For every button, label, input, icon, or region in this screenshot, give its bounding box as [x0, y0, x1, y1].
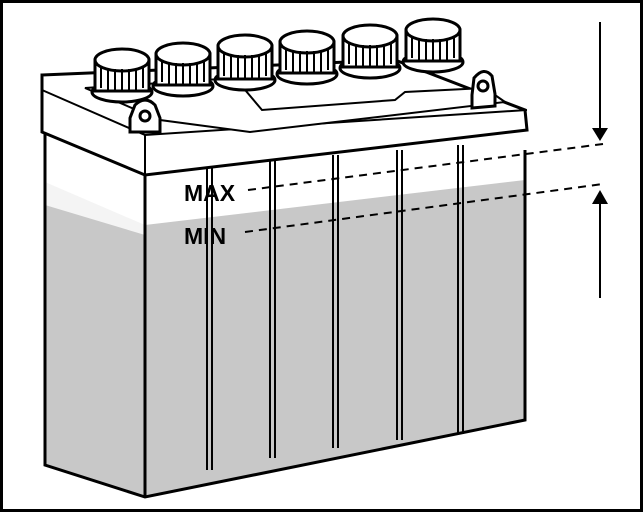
cell-separators: [206, 145, 464, 470]
cell-cap-3: [213, 33, 277, 92]
arrow-down-icon: [592, 22, 608, 141]
arrow-up-icon: [592, 190, 608, 298]
right-terminal-post: [470, 70, 497, 110]
max-dashed-line: [247, 143, 604, 191]
min-dashed-line: [244, 183, 604, 233]
electrolyte-level-fill: [45, 180, 525, 497]
cell-cap-4: [275, 29, 339, 86]
cell-caps: [90, 17, 465, 104]
left-terminal-post: [128, 98, 162, 134]
battery-illustration: [40, 17, 529, 499]
cell-cap-1: [90, 47, 154, 104]
min-label: MIN: [184, 223, 226, 249]
cell-cap-6: [401, 17, 465, 74]
cell-cap-5: [338, 23, 402, 80]
max-label: MAX: [184, 180, 236, 206]
cell-cap-2: [151, 41, 215, 98]
level-indicator: MAX MIN: [184, 22, 608, 298]
